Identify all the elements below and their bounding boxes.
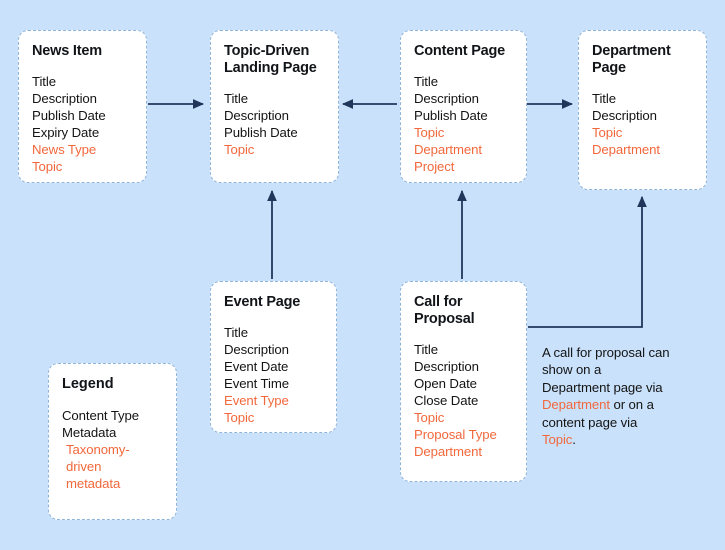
node-event-page[interactable]: Event Page Title Description Event Date … [210, 281, 337, 433]
field-item: Description [414, 359, 479, 374]
legend-entry-content-type: Content Type [62, 408, 140, 423]
field-item-taxonomy: Topic [32, 159, 63, 174]
field-item: Description [32, 91, 97, 106]
field-item: Title [414, 342, 438, 357]
annotation-highlight-department: Department [542, 397, 610, 413]
annotation-call-for-proposal: A call for proposal can show on a Depart… [542, 344, 670, 448]
field-item-taxonomy: Proposal Type [414, 427, 497, 442]
field-item: Publish Date [32, 108, 106, 123]
field-item: Description [414, 91, 479, 106]
field-item: Title [592, 91, 616, 106]
field-item-taxonomy: Project [414, 159, 455, 174]
field-item: Title [224, 91, 248, 106]
field-item: Open Date [414, 376, 477, 391]
node-title: Call for Proposal [414, 294, 475, 327]
field-item-taxonomy: Topic [224, 142, 255, 157]
field-item: Description [224, 108, 289, 123]
field-item-taxonomy: Topic [414, 410, 445, 425]
legend-title: Legend [62, 376, 114, 392]
node-department-page[interactable]: Department Page Title Description Topic … [578, 30, 707, 190]
node-title: News Item [32, 43, 102, 59]
field-item: Publish Date [414, 108, 488, 123]
field-item: Expiry Date [32, 125, 100, 140]
field-list: Title Description Open Date Close Date T… [414, 341, 513, 460]
field-item: Description [224, 342, 289, 357]
field-item-taxonomy: Event Type [224, 393, 289, 408]
field-list: Title Description Publish Date Topic [224, 90, 325, 158]
node-news-item[interactable]: News Item Title Description Publish Date… [18, 30, 147, 183]
field-list: Title Description Publish Date Topic Dep… [414, 73, 513, 175]
field-item-taxonomy: News Type [32, 142, 97, 157]
field-item: Close Date [414, 393, 479, 408]
legend-entry-metadata: Metadata [62, 425, 117, 440]
legend-entry-taxonomy-metadata: Taxonomy-driven metadata [66, 442, 130, 491]
field-item: Description [592, 108, 657, 123]
field-item: Event Time [224, 376, 289, 391]
annotation-segment: or on a content page via [542, 397, 654, 430]
field-item-taxonomy: Topic [592, 125, 623, 140]
node-call-for-proposal[interactable]: Call for Proposal Title Description Open… [400, 281, 527, 482]
field-item-taxonomy: Department [414, 142, 482, 157]
node-title: Event Page [224, 294, 301, 310]
annotation-highlight-topic: Topic [542, 432, 573, 448]
field-item-taxonomy: Topic [414, 125, 445, 140]
node-content-page[interactable]: Content Page Title Description Publish D… [400, 30, 527, 183]
field-item: Title [224, 325, 248, 340]
annotation-segment: A call for proposal can show on a Depart… [542, 345, 670, 395]
field-item: Title [32, 74, 56, 89]
field-item: Event Date [224, 359, 289, 374]
node-topic-driven-landing-page[interactable]: Topic-Driven Landing Page Title Descript… [210, 30, 339, 183]
field-item: Publish Date [224, 125, 298, 140]
node-title: Topic-Driven Landing Page [224, 43, 317, 76]
node-title: Department Page [592, 43, 671, 76]
field-item-taxonomy: Topic [224, 410, 255, 425]
legend-entry-list: Content Type Metadata Taxonomy-driven me… [62, 407, 163, 492]
field-item: Title [414, 74, 438, 89]
field-item-taxonomy: Department [592, 142, 660, 157]
node-title: Content Page [414, 43, 506, 59]
field-list: Title Description Event Date Event Time … [224, 324, 323, 426]
legend-box: Legend Content Type Metadata Taxonomy-dr… [48, 363, 177, 520]
field-item-taxonomy: Department [414, 444, 482, 459]
field-list: Title Description Publish Date Expiry Da… [32, 73, 133, 175]
arrow-call-for-proposal-to-department-page [528, 195, 647, 328]
annotation-segment: . [572, 432, 576, 448]
field-list: Title Description Topic Department [592, 90, 693, 158]
